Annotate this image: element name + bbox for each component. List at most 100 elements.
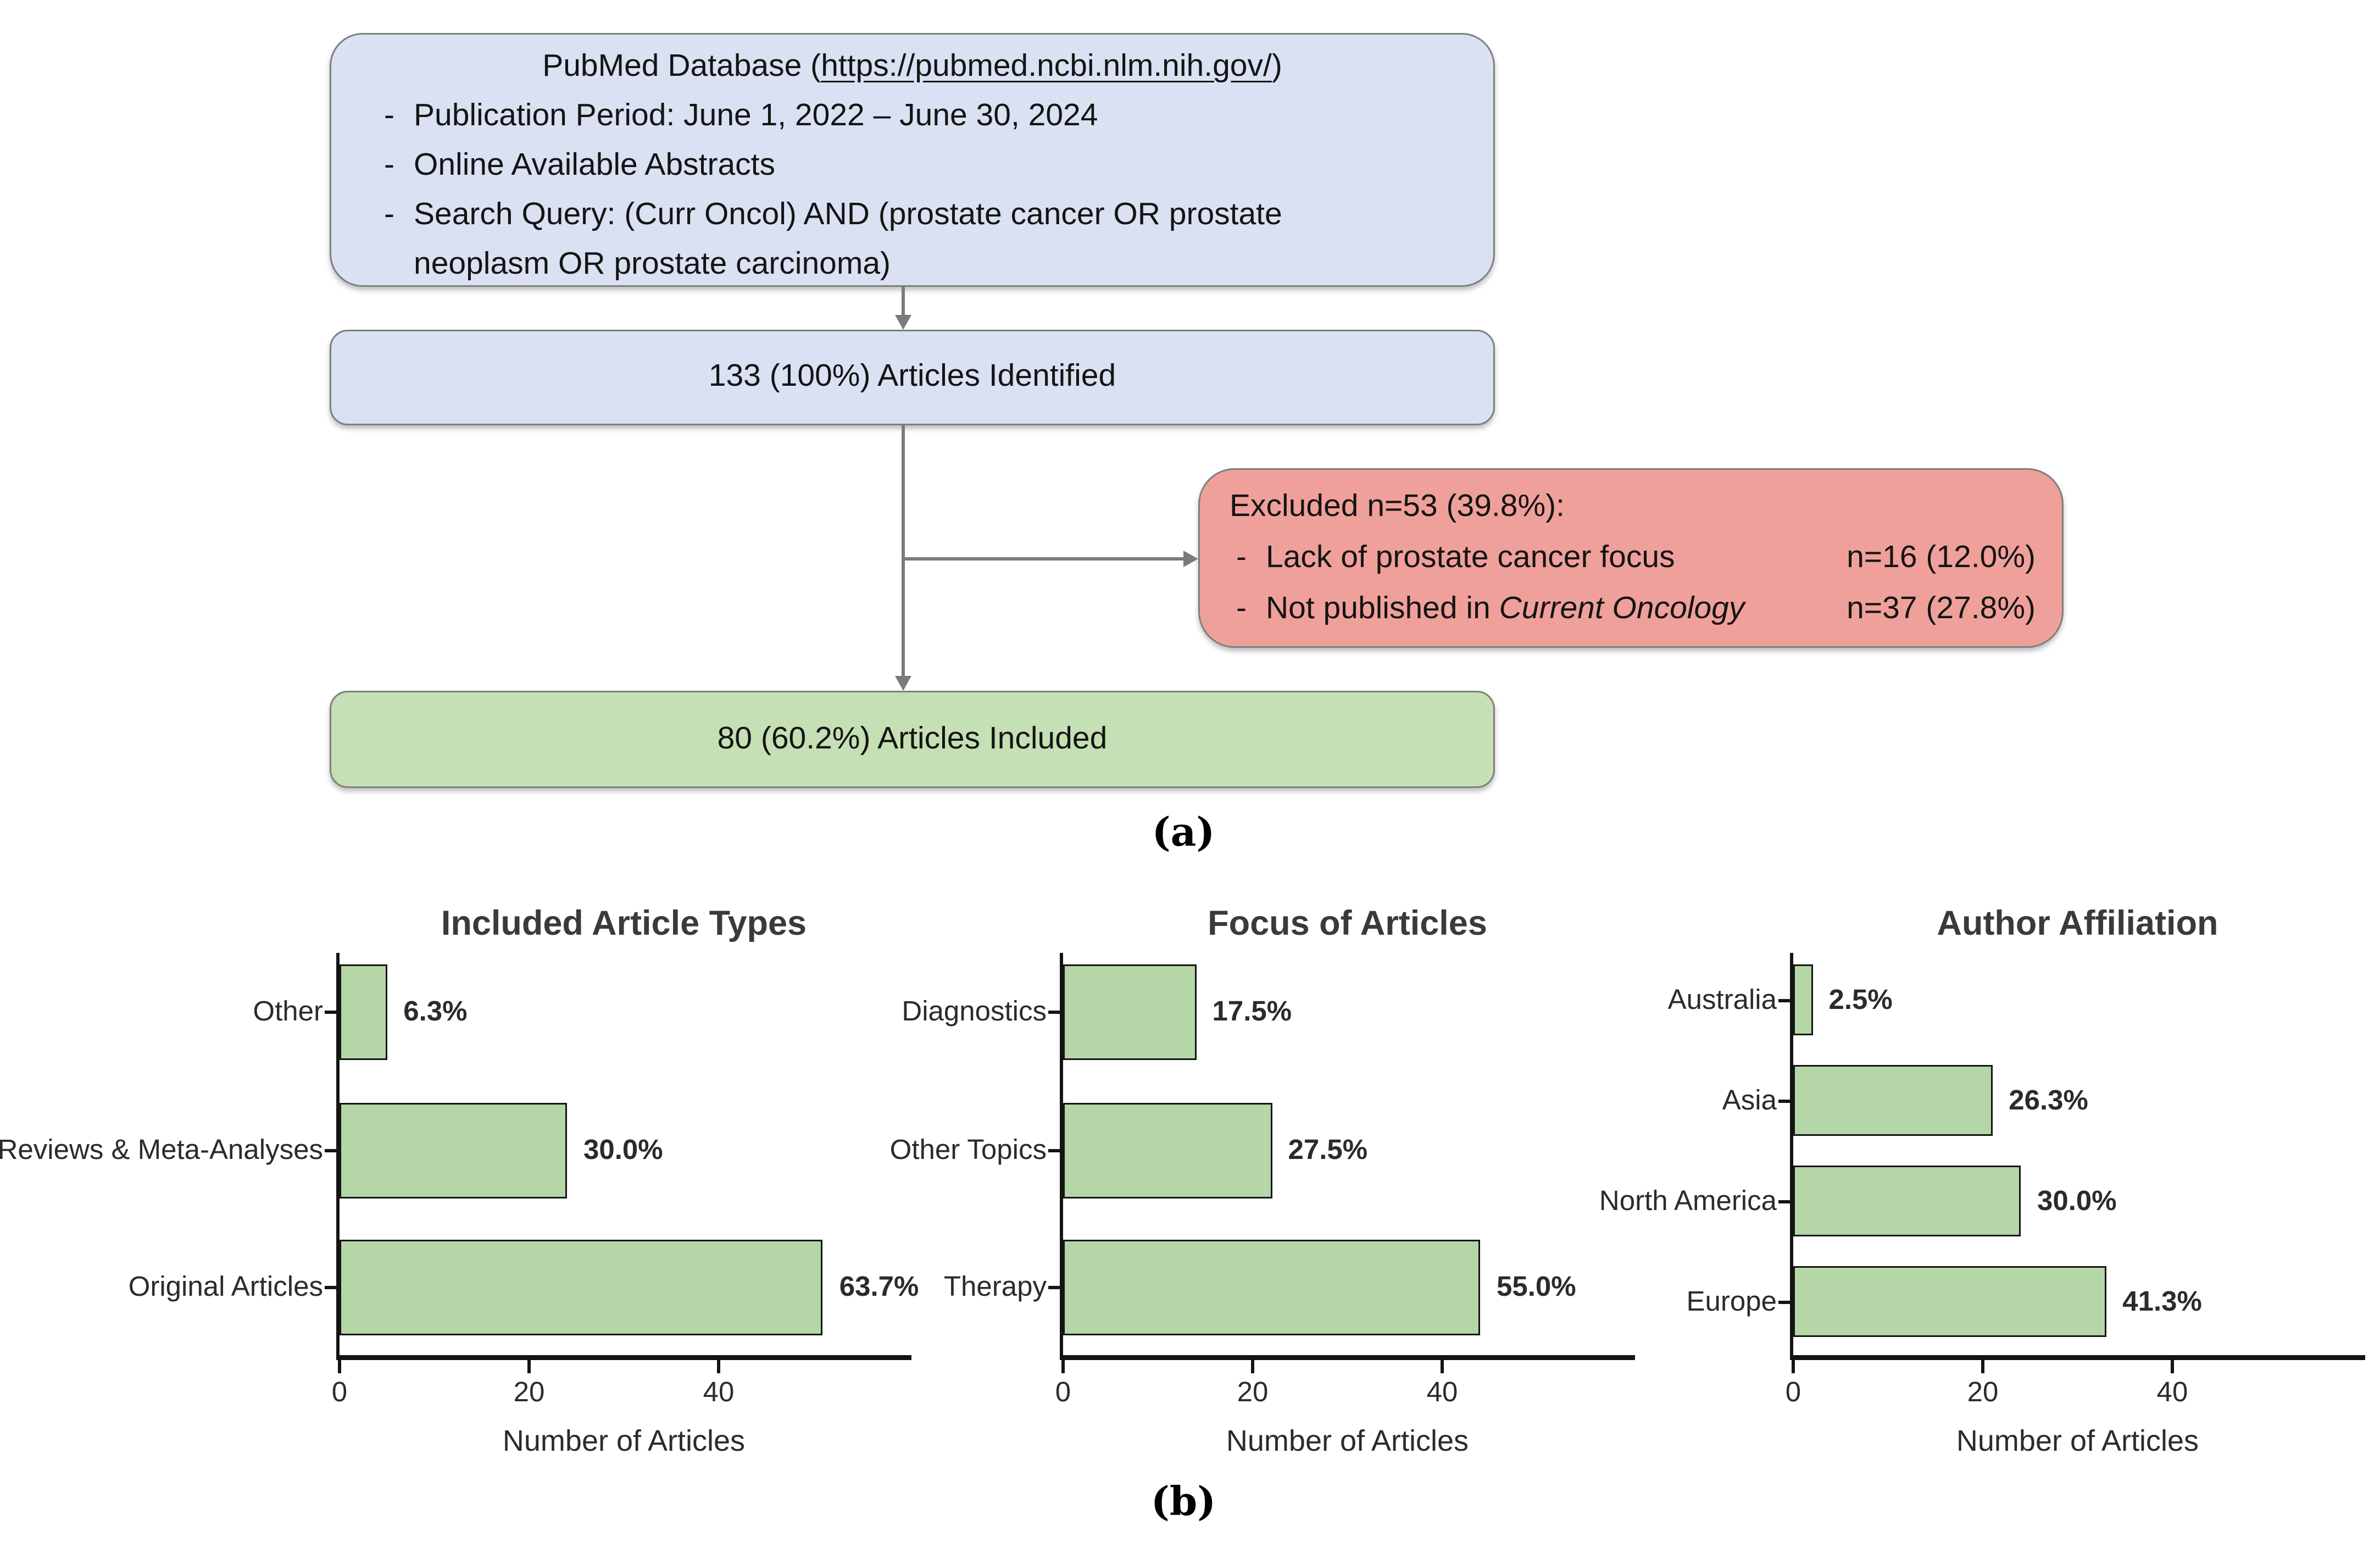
- category-label: Europe: [1686, 1285, 1777, 1317]
- category-label: Reviews & Meta-Analyses: [0, 1133, 323, 1165]
- connector-line-branch-to-excluded: [903, 557, 1185, 561]
- bar: [1063, 964, 1196, 1060]
- excluded-item-text: Lack of prostate cancer focus: [1266, 532, 1847, 584]
- x-tick-mark: [1441, 1359, 1444, 1373]
- x-tick-mark: [527, 1359, 531, 1373]
- arrow-down-icon: [894, 315, 911, 330]
- bar-value-label: 30.0%: [583, 1133, 663, 1165]
- chart-title: Focus of Articles: [1208, 905, 1487, 943]
- x-tick-mark: [1981, 1359, 1984, 1373]
- excluded-item-reason: Not published in: [1266, 592, 1499, 626]
- x-axis-line: [1060, 1355, 1635, 1360]
- source-box-bullet: -Publication Period: June 1, 2022 – June…: [377, 92, 1447, 142]
- chart-title: Author Affiliation: [1937, 905, 2218, 943]
- category-label: North America: [1599, 1184, 1777, 1216]
- excluded-item-text: Not published in Current Oncology: [1266, 584, 1847, 635]
- y-tick-mark: [1778, 1300, 1790, 1303]
- bar-value-label: 30.0%: [2037, 1184, 2117, 1216]
- y-axis-line: [1790, 953, 1793, 1358]
- y-tick-mark: [1778, 1098, 1790, 1102]
- category-label: Asia: [1722, 1084, 1777, 1116]
- bullet-text: Publication Period: June 1, 2022 – June …: [414, 99, 1098, 134]
- excluded-box-item-list: -Lack of prostate cancer focus n=16 (12.0…: [1230, 532, 2036, 635]
- x-tick-label: 20: [1237, 1377, 1269, 1408]
- excluded-item-count: n=16 (12.0%): [1847, 541, 2036, 575]
- x-tick-mark: [2171, 1359, 2174, 1373]
- identified-box-label: 133 (100%) Articles Identified: [708, 359, 1116, 394]
- bullet-text: Online Available Abstracts: [414, 148, 776, 183]
- category-label: Other Topics: [889, 1133, 1047, 1165]
- flowchart-excluded-box: Excluded n=53 (39.8%): -Lack of prostate…: [1198, 468, 2064, 648]
- y-tick-mark: [1048, 1286, 1060, 1289]
- chart-title: Included Article Types: [441, 905, 807, 943]
- category-label: Other: [253, 996, 323, 1027]
- bullet-dash: -: [384, 148, 394, 183]
- bullet-text: Search Query: (Curr Oncol) AND (prostate…: [414, 198, 1282, 282]
- source-box-bullet: -Search Query: (Curr Oncol) AND (prostat…: [377, 191, 1447, 290]
- y-tick-mark: [1048, 1148, 1060, 1152]
- x-tick-mark: [1061, 1359, 1065, 1373]
- x-tick-label: 0: [331, 1377, 348, 1408]
- category-label: Original Articles: [128, 1271, 323, 1302]
- bar-value-label: 55.0%: [1497, 1271, 1576, 1302]
- bar: [340, 1240, 823, 1335]
- excluded-box-item: -Lack of prostate cancer focus n=16 (12.0…: [1230, 532, 2036, 584]
- bar-value-label: 63.7%: [839, 1271, 919, 1302]
- source-box-bullet-list: -Publication Period: June 1, 2022 – June…: [377, 92, 1447, 290]
- bar: [1793, 1065, 1993, 1136]
- bullet-dash: -: [384, 198, 394, 232]
- connector-line-identified-to-included: [902, 425, 905, 678]
- x-tick-label: 40: [1426, 1377, 1458, 1408]
- bar-value-label: 17.5%: [1212, 996, 1292, 1027]
- bar-value-label: 27.5%: [1288, 1133, 1368, 1165]
- x-tick-label: 20: [1967, 1377, 1999, 1408]
- arrow-right-icon: [1183, 550, 1198, 567]
- x-tick-label: 40: [703, 1377, 735, 1408]
- bullet-dash: -: [384, 99, 394, 134]
- x-tick-mark: [1251, 1359, 1254, 1373]
- bar-value-label: 6.3%: [403, 996, 468, 1027]
- y-tick-mark: [1778, 1199, 1790, 1203]
- y-axis-line: [1060, 953, 1063, 1358]
- included-box-label: 80 (60.2%) Articles Included: [717, 721, 1108, 756]
- category-label: Diagnostics: [902, 996, 1047, 1027]
- x-axis-label: Number of Articles: [1956, 1424, 2199, 1457]
- flowchart-source-box: PubMed Database (https://pubmed.ncbi.nlm…: [330, 33, 1495, 287]
- x-tick-label: 20: [513, 1377, 545, 1408]
- bar: [1793, 964, 1812, 1035]
- x-axis-line: [336, 1355, 911, 1360]
- bar: [1793, 1266, 2106, 1337]
- bar: [1063, 1240, 1480, 1335]
- excluded-box-title: Excluded n=53 (39.8%):: [1230, 490, 1565, 524]
- bar-value-label: 26.3%: [2009, 1084, 2088, 1116]
- bar: [340, 964, 387, 1060]
- bar-value-label: 2.5%: [1828, 983, 1893, 1015]
- x-tick-label: 0: [1785, 1377, 1801, 1408]
- x-tick-mark: [338, 1359, 341, 1373]
- x-tick-mark: [1792, 1359, 1795, 1373]
- y-axis-line: [336, 953, 340, 1358]
- bar: [1063, 1102, 1272, 1198]
- flowchart-included-box: 80 (60.2%) Articles Included: [330, 691, 1495, 788]
- excluded-item-count: n=37 (27.8%): [1847, 592, 2036, 626]
- x-tick-label: 40: [2156, 1377, 2188, 1408]
- y-tick-mark: [325, 1011, 336, 1014]
- category-label: Australia: [1667, 983, 1777, 1015]
- panel-a-label: (a): [1152, 808, 1215, 856]
- bullet-dash: -: [1236, 592, 1247, 626]
- bar: [340, 1102, 567, 1198]
- bullet-dash: -: [1236, 541, 1247, 575]
- x-tick-label: 0: [1055, 1377, 1071, 1408]
- source-title-suffix: ): [1271, 49, 1282, 84]
- category-label: Therapy: [943, 1271, 1047, 1302]
- excluded-item-journal-name: Current Oncology: [1499, 592, 1745, 626]
- arrow-down-icon: [894, 676, 911, 691]
- x-tick-mark: [717, 1359, 720, 1373]
- source-title-prefix: PubMed Database (: [542, 49, 821, 84]
- pubmed-url: https://pubmed.ncbi.nlm.nih.gov/: [821, 49, 1272, 84]
- bar: [1793, 1166, 2021, 1236]
- excluded-item-reason: Lack of prostate cancer focus: [1266, 541, 1675, 575]
- source-box-bullet: -Online Available Abstracts: [377, 142, 1447, 191]
